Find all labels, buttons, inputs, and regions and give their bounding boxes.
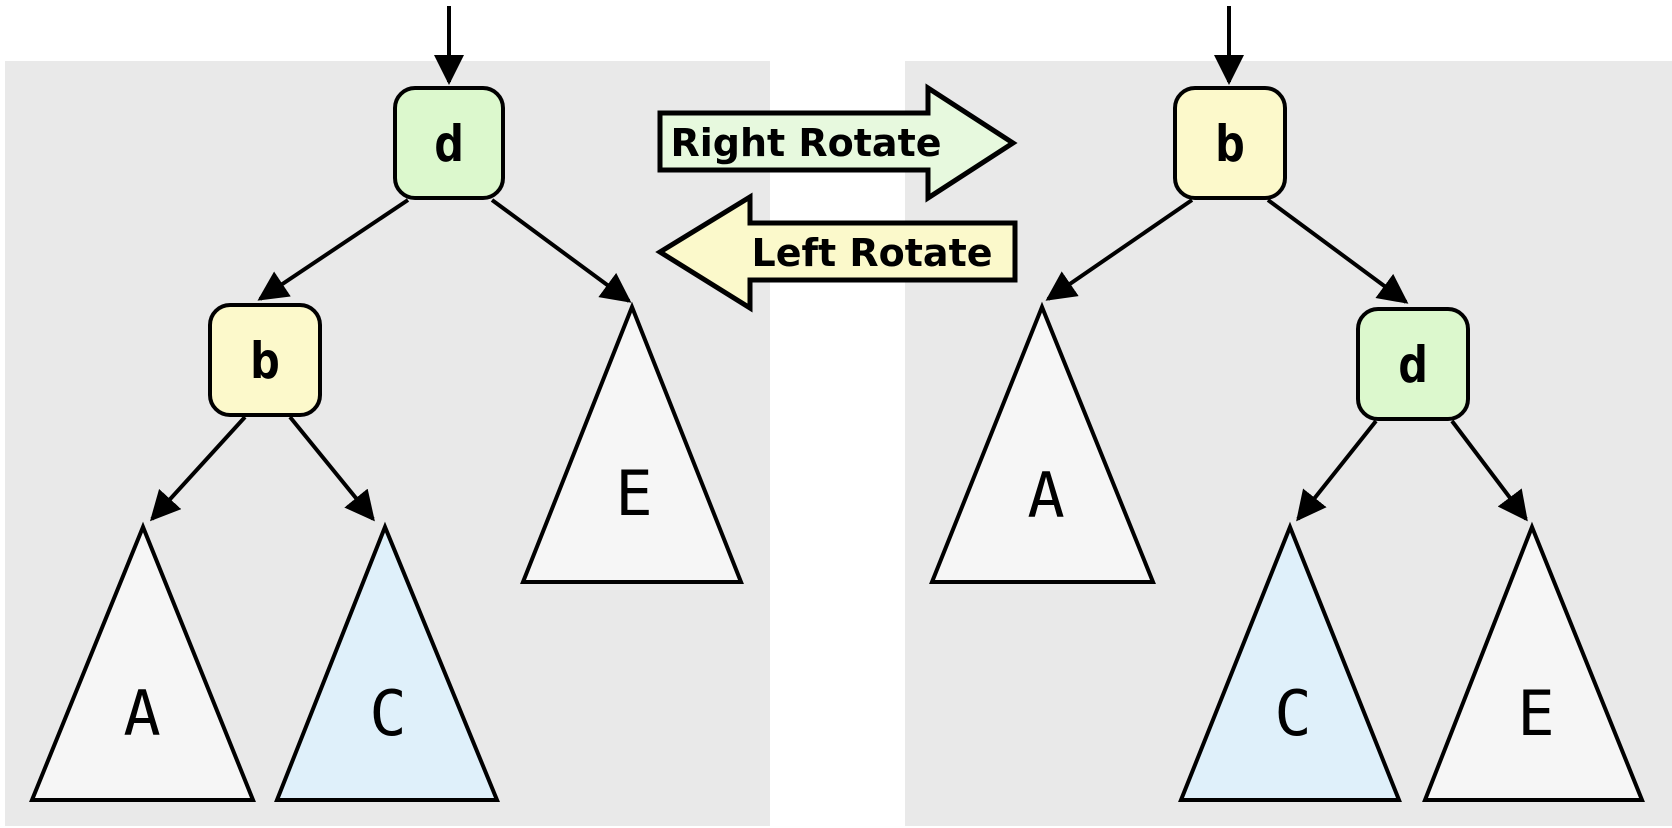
node-d-box [1356,307,1470,421]
right-rotate-label: Right Rotate [670,121,941,165]
subtree-C-triangle [1178,521,1402,802]
tree-before: E A C d b [29,6,744,802]
edge-d-to-E [1450,419,1528,522]
subtree-A-label: A [123,677,160,750]
node-b-box [1173,86,1287,200]
subtree-A-triangle [29,521,256,802]
edge-d-to-b [257,198,410,301]
left-rotate-button[interactable] [655,192,1018,313]
edge-d-to-C [1296,419,1378,522]
subtree-A-triangle [929,301,1156,584]
edge-b-to-C [288,415,375,522]
subtree-E-label: E [1517,677,1554,750]
subtree-C-label: C [369,677,406,750]
tree-after: A C E b d [929,6,1645,802]
subtree-E-label: E [615,457,652,530]
node-b-box [208,303,322,417]
edge-b-to-A [1045,198,1194,301]
edge-d-to-E [490,198,632,303]
node-d-label: d [1398,336,1428,394]
rotate-controls: Right Rotate Left Rotate [655,83,1018,313]
left-rotate-label: Left Rotate [751,231,992,275]
subtree-E-triangle [1422,521,1645,802]
subtree-C-triangle [274,521,500,802]
node-b-label: b [1215,115,1245,173]
node-d-label: d [434,115,464,173]
subtree-A-label: A [1027,459,1064,532]
right-rotate-button[interactable] [657,83,1018,203]
edge-b-to-A [149,415,247,522]
subtree-C-label: C [1274,677,1311,750]
node-b-label: b [250,332,280,390]
subtree-E-triangle [520,301,744,584]
node-d-box [393,86,505,200]
edge-b-to-d [1266,198,1409,304]
